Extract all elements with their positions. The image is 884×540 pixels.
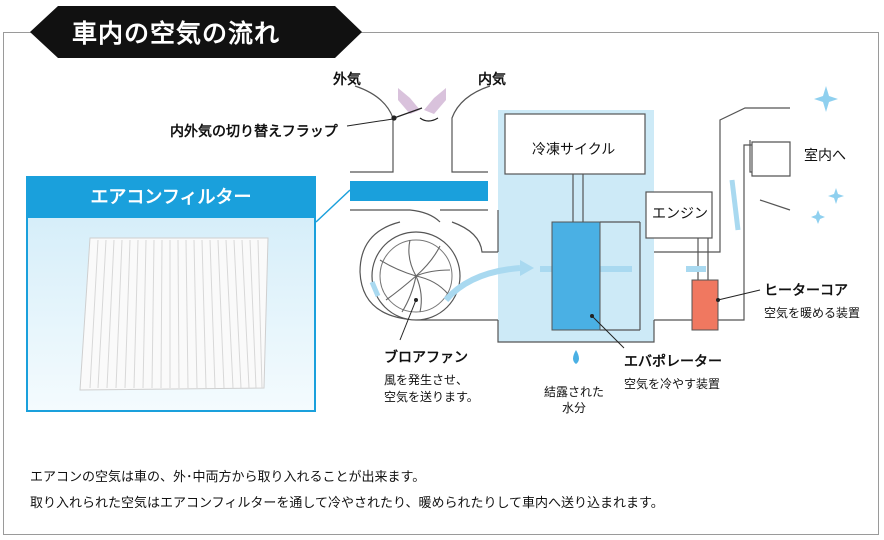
filter-element xyxy=(350,181,488,201)
engine-label: エンジン xyxy=(652,206,708,222)
flap-arrows-icon xyxy=(398,88,446,114)
blower-fan-label: ブロアファン xyxy=(384,350,468,366)
filter-panel: エアコンフィルター xyxy=(26,176,316,412)
evaporator-desc: 空気を冷やす装置 xyxy=(624,377,721,391)
water-drop-icon xyxy=(573,350,579,364)
heater-core-desc: 空気を暖める装置 xyxy=(764,306,861,320)
pointer-lines xyxy=(346,118,761,349)
outside-air-label: 外気 xyxy=(333,72,361,88)
title-banner xyxy=(30,6,362,58)
fan-icon xyxy=(371,231,461,321)
filter-pleats-icon xyxy=(79,237,269,391)
heater-core-unit xyxy=(691,279,719,331)
inside-air-label: 内気 xyxy=(478,72,506,88)
evaporator-unit xyxy=(551,221,601,331)
condensed-water-label-1: 結露された xyxy=(544,385,605,399)
page-title: 車内の空気の流れ xyxy=(72,19,281,48)
refrigeration-cycle-label: 冷凍サイクル xyxy=(532,142,616,158)
blower-fan-desc-1: 風を発生させ、 xyxy=(384,373,469,387)
filter-image xyxy=(28,218,314,410)
condensed-water-label-2: 水分 xyxy=(562,401,587,415)
flap-label: 内外気の切り替えフラップ xyxy=(170,124,338,140)
duct-outline xyxy=(350,85,791,343)
to-cabin-label: 室内へ xyxy=(804,148,846,164)
flap-icon xyxy=(391,107,439,122)
sparkle-icon xyxy=(811,86,844,224)
filter-connector xyxy=(315,189,351,223)
filter-title: エアコンフィルター xyxy=(28,178,314,218)
blower-fan-desc-2: 空気を送ります。 xyxy=(384,390,479,404)
heater-core-label: ヒーターコア xyxy=(764,283,848,299)
evaporator-label: エバポレーター xyxy=(624,354,722,370)
caption-line-1: エアコンの空気は車の、外･中両方から取り入れることが出来ます。 xyxy=(30,470,426,485)
caption-line-2: 取り入れられた空気はエアコンフィルターを通して冷やされたり、暖められたりして車内… xyxy=(30,496,664,511)
